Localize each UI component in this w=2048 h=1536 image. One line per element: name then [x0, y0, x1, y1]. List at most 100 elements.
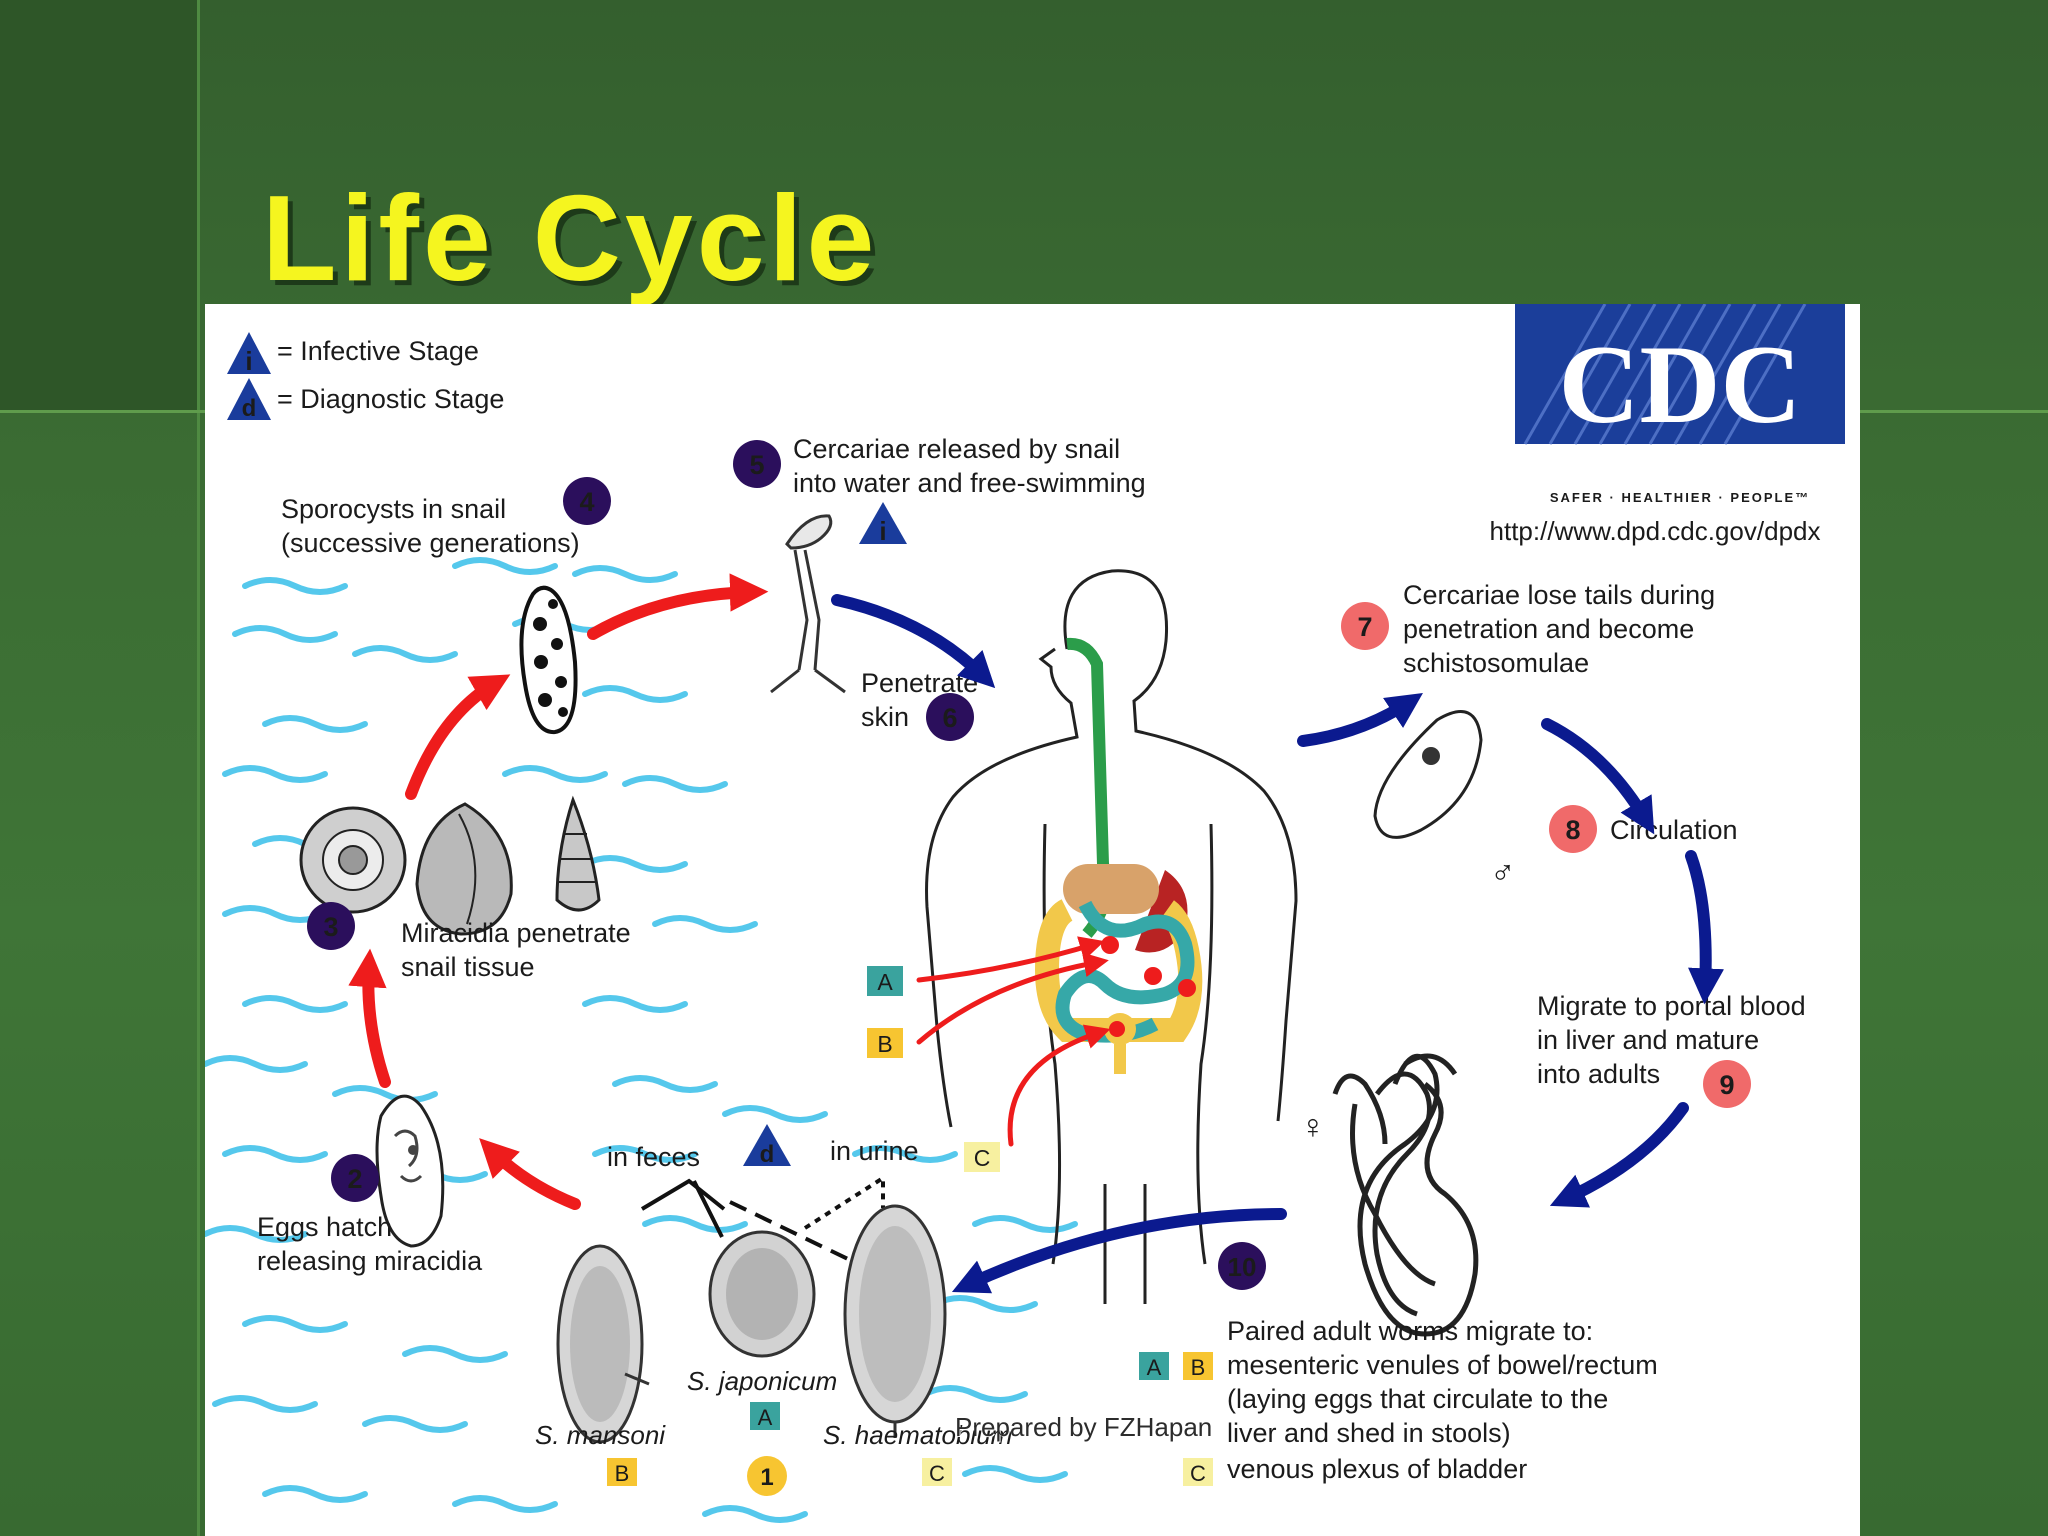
step5-infective-icon: i [859, 502, 907, 546]
svg-text:2: 2 [347, 1164, 362, 1194]
human-body-icon [925, 569, 1298, 1304]
step1-badge: 1 [747, 1456, 787, 1496]
svg-text:3: 3 [323, 912, 338, 942]
sporocyst-icon [519, 585, 578, 735]
step5-text-line1: Cercariae released by snail [793, 434, 1120, 464]
step9-text-line2: in liver and mature [1537, 1025, 1759, 1055]
diagnostic-symbol: d [242, 395, 257, 422]
snail-shells-icon [299, 795, 601, 936]
step3-badge: 3 [307, 902, 355, 950]
body-tag-a: A [867, 966, 903, 996]
egg-haematobium-icon [843, 1204, 947, 1438]
step10-text-line5: venous plexus of bladder [1227, 1454, 1527, 1484]
step6-badge: 6 [926, 693, 974, 741]
in-urine-label: in urine [830, 1136, 919, 1166]
svg-text:C: C [929, 1461, 945, 1486]
female-symbol: ♀ [1300, 1108, 1326, 1146]
arrow-adults-to-eggs [951, 1208, 1287, 1294]
arrow-tag-a [916, 936, 1105, 983]
japonicum-label: S. japonicum [687, 1366, 837, 1396]
step8-badge: 8 [1549, 805, 1597, 853]
arrow-sporocyst-to-cercariae [587, 573, 769, 640]
svg-text:B: B [615, 1461, 630, 1486]
cercaria-icon [770, 514, 846, 694]
infective-stage-label: = Infective Stage [277, 336, 479, 366]
cdc-logo-text: CDC [1559, 323, 1802, 447]
in-feces-label: in feces [607, 1142, 700, 1172]
blue-arrows [831, 594, 1725, 1294]
arrow-body-to-schistosomula [1297, 693, 1423, 747]
diagnostic-stage-label: = Diagnostic Stage [277, 384, 504, 414]
cdc-url: http://www.dpd.cdc.gov/dpdx [1490, 516, 1821, 546]
lifecycle-diagram-panel: i = Infective Stage d = Diagnostic Stage [205, 304, 1860, 1536]
legend-diagnostic: d = Diagnostic Stage [227, 378, 504, 422]
step4-text-line2: (successive generations) [281, 528, 580, 558]
arrow-snail-to-sporocyst [405, 674, 511, 800]
step10-tag-a: A [1139, 1352, 1169, 1380]
step4-badge: 4 [563, 477, 611, 525]
svg-text:A: A [877, 969, 893, 995]
legend-infective: i = Infective Stage [227, 332, 479, 376]
arrow-miracidia-to-snail [348, 948, 391, 1088]
svg-text:6: 6 [942, 703, 957, 733]
cdc-logo: CDC SAFER · HEALTHIER · PEOPLE™ http://w… [1490, 304, 1845, 546]
svg-text:9: 9 [1719, 1070, 1734, 1100]
svg-text:C: C [1190, 1461, 1206, 1486]
step10-badge: 10 [1218, 1242, 1266, 1290]
egg-mansoni-icon [556, 1244, 650, 1444]
step9-badge: 9 [1703, 1060, 1751, 1108]
decorative-band [0, 0, 197, 412]
svg-text:7: 7 [1357, 612, 1372, 642]
infective-symbol: i [245, 346, 252, 376]
step10-text-line4: liver and shed in stools) [1227, 1418, 1511, 1448]
arrow-schistosomula-to-circulation [1541, 718, 1655, 835]
step5-badge: 5 [733, 440, 781, 488]
cdc-tagline: SAFER · HEALTHIER · PEOPLE™ [1550, 490, 1810, 505]
svg-text:B: B [1191, 1355, 1206, 1380]
mansoni-tag-b: B [607, 1458, 637, 1486]
svg-text:1: 1 [760, 1464, 773, 1491]
svg-text:A: A [758, 1405, 773, 1430]
arrow-circulation-to-portal [1685, 850, 1725, 1005]
japonicum-tag-a: A [750, 1402, 780, 1430]
step7-text-line2: penetration and become [1403, 614, 1694, 644]
male-symbol: ♂ [1490, 854, 1516, 892]
step2-text-line2: releasing miracidia [257, 1246, 483, 1276]
step8-label: Circulation [1610, 815, 1738, 845]
step7-badge: 7 [1341, 602, 1389, 650]
svg-text:10: 10 [1228, 1252, 1257, 1282]
lifecycle-diagram: i = Infective Stage d = Diagnostic Stage [205, 304, 1845, 1523]
step2-badge: 2 [331, 1154, 379, 1202]
arrow-portal-to-adults [1549, 1102, 1689, 1208]
red-arrows [348, 573, 769, 1210]
egg-japonicum-icon [708, 1230, 816, 1358]
arrow-tag-b [916, 952, 1109, 1045]
svg-text:i: i [879, 516, 886, 546]
step5-text-line2: into water and free-swimming [793, 468, 1146, 498]
svg-text:B: B [877, 1031, 892, 1057]
arrow-cercariae-to-skin [831, 594, 996, 689]
step9-text-line1: Migrate to portal blood [1537, 991, 1806, 1021]
body-tag-b: B [867, 1028, 903, 1058]
infective-stage-icon [227, 332, 271, 374]
step10-text-line1: Paired adult worms migrate to: [1227, 1316, 1593, 1346]
diagnostic-stage-icon [227, 378, 271, 420]
step10-tag-c: C [1183, 1458, 1213, 1486]
step7-text-line1: Cercariae lose tails during [1403, 580, 1715, 610]
slide-title: Life Cycle [262, 170, 879, 306]
adult-worms-icon [1332, 1053, 1479, 1337]
red-thin-arrows [916, 936, 1111, 1147]
arrow-tag-c [1007, 1024, 1111, 1147]
body-tag-c: C [964, 1142, 1000, 1172]
step6-text-line2: skin [861, 702, 909, 732]
step10-tag-b: B [1183, 1352, 1213, 1380]
arrow-eggs-to-miracidia [479, 1138, 581, 1210]
step9-text-line3: into adults [1537, 1059, 1660, 1089]
schistosomulum-icon [1373, 710, 1483, 839]
svg-text:4: 4 [579, 487, 594, 517]
step3-text-line1: Miracidia penetrate [401, 918, 631, 948]
haematobium-tag-c: C [922, 1458, 952, 1486]
egg-connector-lines [640, 1174, 885, 1262]
step10-text-line3: (laying eggs that circulate to the [1227, 1384, 1608, 1414]
step3-text-line2: snail tissue [401, 952, 535, 982]
